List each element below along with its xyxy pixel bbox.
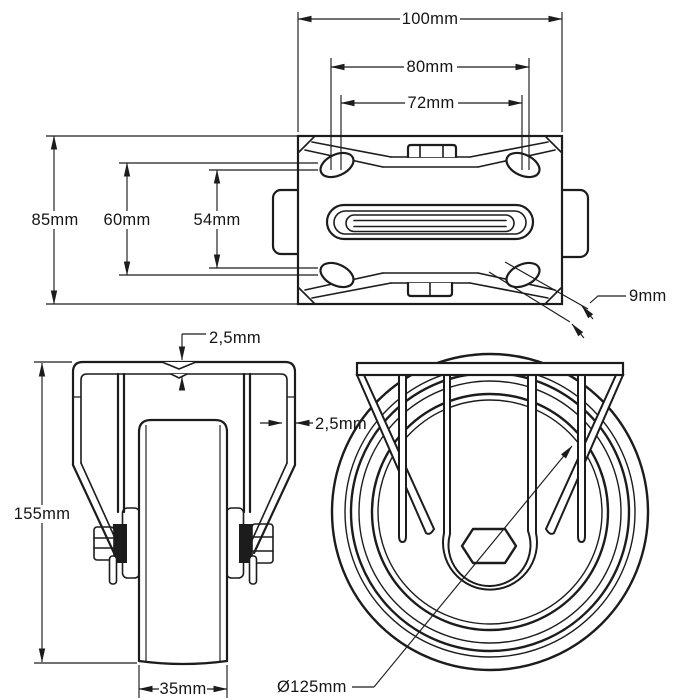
fork-leg-left-edges — [116, 372, 126, 514]
fork-bend-left — [398, 374, 407, 544]
axle-hex-nut — [460, 527, 518, 565]
fork-edge-left — [355, 374, 436, 535]
wheel-outer-circle — [330, 352, 650, 672]
leg-diagonal-left — [71, 463, 116, 555]
wheel-tread-ring-1 — [344, 366, 636, 658]
fork-bend-right — [577, 374, 586, 544]
wheel-hub-ring-1 — [370, 392, 610, 632]
extension-lines-left — [46, 135, 318, 305]
side-view: Ø125mm — [277, 352, 650, 696]
axle-end-right — [559, 188, 590, 259]
wheel-width-extension-lines — [138, 665, 228, 698]
mounting-hole-top-right — [505, 151, 541, 179]
countersink-notch — [161, 361, 197, 370]
center-slot-inner — [333, 210, 527, 235]
axle-end-left — [271, 188, 301, 256]
slot-width-leader — [589, 295, 626, 304]
dim-label-54mm: 54mm — [193, 211, 240, 229]
plate-side-edge — [355, 361, 625, 377]
dim-label-100mm: 100mm — [402, 10, 459, 28]
dim-label-diameter: Ø125mm — [277, 678, 347, 696]
wheel-through-slot — [345, 214, 515, 233]
wheel-tread-ring-3 — [358, 380, 622, 644]
dim-label-bracket-thickness: 2,5mm — [315, 415, 367, 433]
wheel-front-bottom — [137, 659, 229, 666]
mounting-hole-bottom-right — [505, 261, 541, 289]
pin-right — [248, 555, 258, 585]
slot-width-arrow-2 — [571, 323, 585, 339]
extension-lines-top — [297, 12, 563, 170]
axle-nut-right — [251, 523, 274, 564]
dim-label-plate-thickness: 2,5mm — [209, 329, 261, 347]
leg-diagonal-right-inner — [247, 462, 288, 550]
wheel-front — [137, 418, 229, 663]
countersink-notch-inner — [170, 373, 188, 379]
wheel-hub-ring-2 — [377, 399, 603, 625]
leg-diagonal-left-inner — [80, 462, 121, 550]
pin-left — [108, 555, 118, 585]
axle-spacer-left — [113, 524, 127, 563]
hex-bolt-top — [406, 143, 458, 159]
leg-diagonal-right — [252, 463, 297, 555]
diameter-leader — [373, 445, 573, 688]
mounting-hole-bottom-left — [319, 261, 355, 289]
dim-label-85mm: 85mm — [31, 211, 78, 229]
mounting-hole-top-left — [319, 151, 355, 179]
slot-width-arrow-1 — [581, 305, 594, 320]
wheel-tread-edges — [145, 425, 221, 661]
dim-label-9mm: 9mm — [629, 287, 667, 305]
dim-label-60mm: 60mm — [103, 211, 150, 229]
slot-width-lines — [488, 261, 589, 323]
dim-label-155mm: 155mm — [14, 505, 71, 523]
front-view: 2,5mm 2,5mm 35mm 155mm — [14, 329, 367, 698]
axle-nut-left — [93, 526, 115, 561]
fork-leg-right-edges — [242, 372, 252, 514]
dim-label-80mm: 80mm — [406, 58, 453, 76]
height-extension-lines — [34, 361, 137, 664]
wheel-tread-lines — [353, 219, 507, 228]
dim-label-72mm: 72mm — [407, 94, 454, 112]
hex-bolt-top-facets — [419, 145, 444, 158]
wheel-tread-ring-2 — [349, 371, 631, 653]
dim-label-35mm: 35mm — [159, 680, 206, 698]
top-plate-view: 100mm 80mm 72mm 85mm 60mm 54mm 9mm — [29, 10, 667, 339]
axle-spacer-right — [239, 524, 253, 563]
corner-bend-lines — [298, 136, 562, 304]
